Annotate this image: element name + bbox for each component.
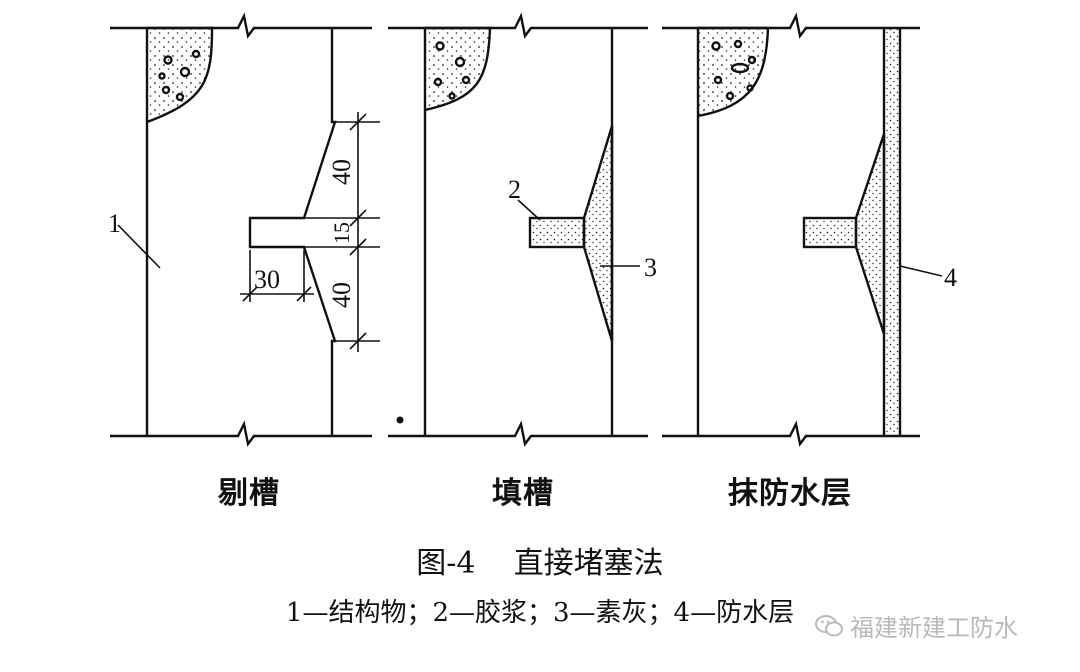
stray-dot <box>396 416 404 424</box>
panel-1-drawing <box>110 12 380 447</box>
callout-4: 4 <box>944 263 957 292</box>
panel-label-2: 填槽 <box>492 476 554 511</box>
watermark: 福建新建工防水 <box>814 608 1018 643</box>
panel-label-3: 抹防水层 <box>728 476 852 511</box>
figure-caption: 图-4 直接堵塞法 <box>0 538 1080 582</box>
figure-number: 图-4 <box>416 546 476 581</box>
watermark-text: 福建新建工防水 <box>850 614 1018 642</box>
figure-title: 直接堵塞法 <box>513 546 664 581</box>
panel-2-drawing <box>388 12 648 447</box>
figure-legend: 1—结构物；2—胶浆；3—素灰；4—防水层 <box>285 598 795 628</box>
panel-label-1: 剔槽 <box>218 476 280 511</box>
dim-groove-depth: 30 <box>254 265 280 294</box>
dim-groove-height: 15 <box>329 222 354 244</box>
callout-3: 3 <box>644 253 657 282</box>
callout-2: 2 <box>508 175 521 204</box>
callout-1: 1 <box>108 209 121 238</box>
dim-upper-slope: 40 <box>327 159 356 185</box>
wechat-icon <box>815 614 843 636</box>
panel-3-drawing <box>662 12 943 447</box>
dim-lower-slope: 40 <box>327 282 356 308</box>
